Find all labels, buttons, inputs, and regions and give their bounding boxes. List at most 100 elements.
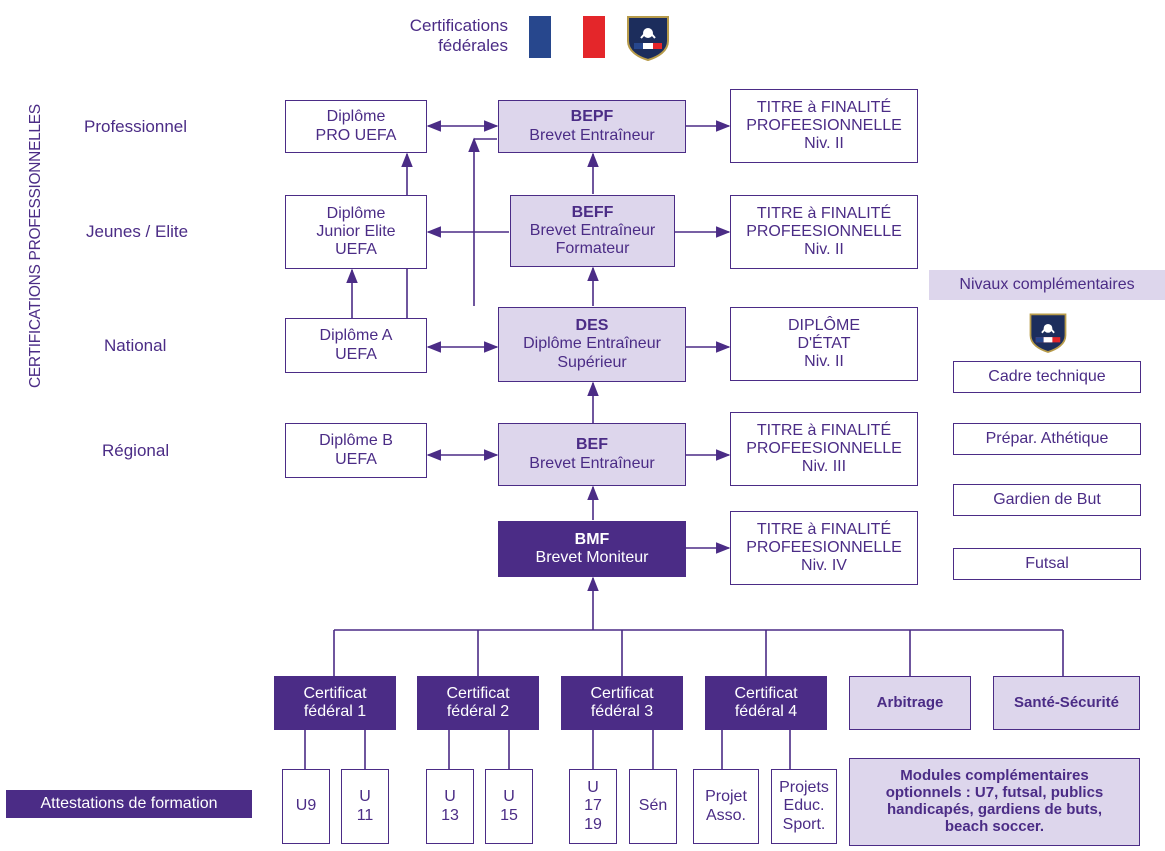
- title-2-line3: Niv. II: [804, 241, 844, 259]
- certificate-federal-1[interactable]: Certificat fédéral 1: [274, 676, 396, 730]
- title-box-3[interactable]: DIPLÔME D'ÉTAT Niv. II: [730, 307, 918, 381]
- title-1-line1: TITRE à FINALITÉ: [756, 98, 892, 116]
- header-title-line2: fédérales: [438, 36, 508, 56]
- title-5-line1: TITRE à FINALITÉ: [756, 520, 892, 538]
- title-box-2[interactable]: TITRE à FINALITÉ PROFEESIONNELLE Niv. II: [730, 195, 918, 269]
- uefa-b-line1: Diplôme B: [319, 432, 393, 450]
- attestation-u17-19[interactable]: U 17 19: [569, 769, 617, 844]
- complementary-item-futsal[interactable]: Futsal: [953, 548, 1141, 580]
- cert-3-line1: Certificat: [590, 684, 654, 702]
- side-title: CERTIFICATIONS PROFESSIONNELLES: [27, 104, 44, 388]
- complementary-header: Nivaux complémentaires: [929, 270, 1165, 300]
- level-professionnel: Professionnel: [84, 117, 188, 136]
- title-3-line3: Niv. II: [804, 353, 844, 371]
- attestation-u13-line1: U: [444, 788, 456, 806]
- attestation-projet-line2: Asso.: [705, 806, 746, 824]
- attestation-u13[interactable]: U 13: [426, 769, 474, 844]
- title-box-1[interactable]: TITRE à FINALITÉ PROFEESIONNELLE Niv. II: [730, 89, 918, 163]
- attestation-u11[interactable]: U 11: [341, 769, 389, 844]
- optional-modules-line4: beach soccer.: [944, 817, 1045, 835]
- uefa-junior-line2: Junior Elite: [316, 222, 396, 240]
- complementary-item-1-label: Cadre technique: [988, 367, 1106, 385]
- optional-modules-box[interactable]: Modules complémentaires optionnels : U7,…: [849, 758, 1140, 846]
- complementary-item-2-label: Prépar. Athétique: [985, 429, 1109, 447]
- attestation-projets-educ[interactable]: Projets Educ. Sport.: [771, 769, 837, 844]
- optional-modules-line1: Modules complémentaires: [900, 767, 1089, 785]
- bmf-code: BMF: [574, 530, 610, 548]
- title-1-line2: PROFEESIONNELLE: [746, 116, 902, 134]
- beff-box[interactable]: BEFF Brevet Entraîneur Formateur: [510, 195, 675, 267]
- title-2-line1: TITRE à FINALITÉ: [756, 204, 892, 222]
- header-title: Certifications fédérales: [370, 16, 530, 57]
- uefa-junior-box[interactable]: Diplôme Junior Elite UEFA: [285, 195, 427, 269]
- bef-code: BEF: [576, 436, 608, 454]
- attestation-u17-line3: 19: [584, 815, 602, 833]
- uefa-a-line2: UEFA: [335, 345, 377, 363]
- bepf-box[interactable]: BEPF Brevet Entraîneur: [498, 100, 686, 153]
- des-box[interactable]: DES Diplôme Entraîneur Supérieur: [498, 307, 686, 382]
- cert-1-line1: Certificat: [303, 684, 367, 702]
- attestation-projets-line3: Sport.: [782, 815, 826, 833]
- title-2-line2: PROFEESIONNELLE: [746, 222, 902, 240]
- optional-modules-line3: handicapés, gardiens de buts,: [886, 801, 1103, 818]
- attestation-u11-line2: 11: [356, 806, 374, 824]
- cert-2-line2: fédéral 2: [446, 703, 510, 720]
- des-name1: Diplôme Entraîneur: [523, 335, 661, 353]
- des-code: DES: [575, 317, 609, 335]
- uefa-a-line1: Diplôme A: [319, 327, 393, 345]
- complementary-item-prepar-athletique[interactable]: Prépar. Athétique: [953, 423, 1141, 455]
- attestation-projet-asso[interactable]: Projet Asso.: [693, 769, 759, 844]
- beff-name2: Formateur: [555, 240, 630, 258]
- attestation-u15-line2: 15: [500, 806, 518, 824]
- title-4-line2: PROFEESIONNELLE: [746, 439, 902, 457]
- module-sante-securite[interactable]: Santé-Sécurité: [993, 676, 1140, 730]
- title-4-line1: TITRE à FINALITÉ: [756, 421, 892, 439]
- bmf-box[interactable]: BMF Brevet Moniteur: [498, 521, 686, 577]
- complementary-header-text: Nivaux complémentaires: [959, 276, 1135, 293]
- certificate-federal-3[interactable]: Certificat fédéral 3: [561, 676, 683, 730]
- uefa-junior-line1: Diplôme: [326, 204, 386, 222]
- uefa-pro-box[interactable]: Diplôme PRO UEFA: [285, 100, 427, 153]
- cert-1-line2: fédéral 1: [303, 703, 367, 720]
- complementary-item-4-label: Futsal: [1025, 554, 1069, 572]
- uefa-b-line2: UEFA: [335, 450, 377, 468]
- title-3-line1: DIPLÔME: [787, 316, 860, 334]
- uefa-pro-line1: Diplôme: [326, 108, 386, 126]
- attestation-u13-line2: 13: [441, 806, 459, 824]
- bepf-name: Brevet Entraîneur: [529, 126, 655, 144]
- uefa-a-box[interactable]: Diplôme A UEFA: [285, 318, 427, 373]
- cert-4-line1: Certificat: [734, 684, 798, 702]
- module-arbitrage-label: Arbitrage: [876, 693, 944, 711]
- title-5-line3: Niv. IV: [801, 557, 847, 575]
- attestation-senior[interactable]: Sén: [629, 769, 677, 844]
- title-box-5[interactable]: TITRE à FINALITÉ PROFEESIONNELLE Niv. IV: [730, 511, 918, 585]
- level-jeunes-elite: Jeunes / Elite: [86, 222, 189, 241]
- title-box-4[interactable]: TITRE à FINALITÉ PROFEESIONNELLE Niv. II…: [730, 412, 918, 486]
- attestation-u9-line1: U9: [295, 797, 317, 815]
- attestation-u15-line1: U: [503, 788, 515, 806]
- bepf-code: BEPF: [570, 108, 614, 126]
- complementary-item-gardien[interactable]: Gardien de But: [953, 484, 1141, 516]
- title-3-line2: D'ÉTAT: [797, 334, 851, 352]
- attestation-u15[interactable]: U 15: [485, 769, 533, 844]
- cert-2-line1: Certificat: [446, 684, 510, 702]
- level-regional: Régional: [102, 441, 170, 460]
- certificate-federal-4[interactable]: Certificat fédéral 4: [705, 676, 827, 730]
- certificate-federal-2[interactable]: Certificat fédéral 2: [417, 676, 539, 730]
- uefa-b-box[interactable]: Diplôme B UEFA: [285, 423, 427, 478]
- header-title-line1: Certifications: [409, 16, 508, 35]
- beff-name1: Brevet Entraîneur: [529, 221, 656, 239]
- title-5-line2: PROFEESIONNELLE: [746, 538, 902, 556]
- attestations-label: Attestations de formation: [6, 790, 252, 818]
- complementary-item-cadre-technique[interactable]: Cadre technique: [953, 361, 1141, 393]
- flag-blue-stripe: [529, 16, 551, 58]
- module-arbitrage[interactable]: Arbitrage: [849, 676, 971, 730]
- title-4-line3: Niv. III: [801, 458, 847, 476]
- cert-4-line2: fédéral 4: [734, 703, 798, 720]
- attestation-u9[interactable]: U9: [282, 769, 330, 844]
- fff-logo-icon: [627, 16, 669, 61]
- bmf-name: Brevet Moniteur: [535, 549, 649, 566]
- bef-box[interactable]: BEF Brevet Entraîneur: [498, 423, 686, 486]
- cert-3-line2: fédéral 3: [590, 703, 654, 720]
